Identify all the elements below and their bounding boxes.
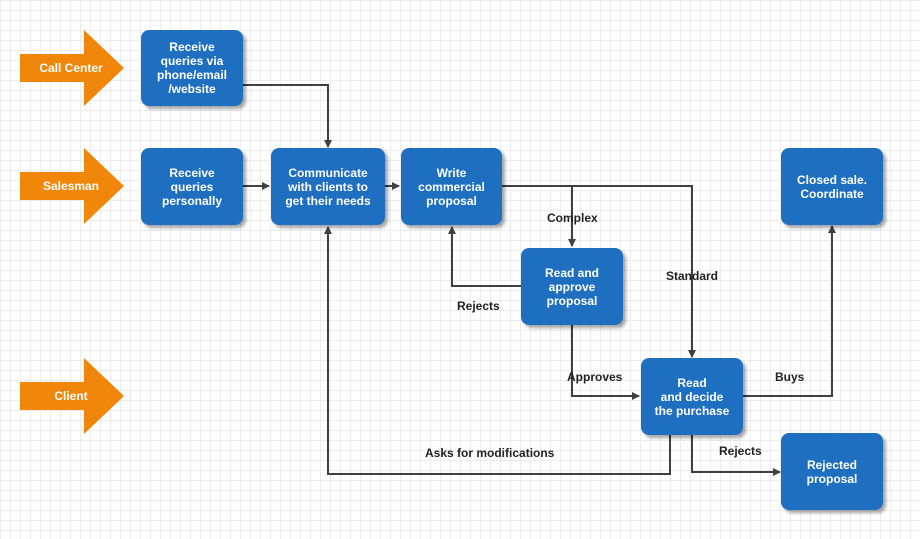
edge-standard [502,185,696,358]
edge-buys [743,225,836,397]
node-receive-queries-personally: Receive queries personally [141,148,243,225]
lane-arrow-client [20,358,124,434]
edge-asks-modifications [324,226,671,475]
lane-label-salesman: Salesman [42,179,100,193]
edge-label-approves: Approves [567,370,623,384]
edge-label-rejects-client: Rejects [719,444,762,458]
node-read-approve: Read and approve proposal [521,248,623,325]
node-closed-sale: Closed sale. Coordinate [781,148,883,225]
node-communicate-needs: Communicate with clients to get their ne… [271,148,385,225]
edge-label-buys: Buys [775,370,805,384]
lane-label-call-center: Call Center [39,61,103,75]
edge-label-complex: Complex [547,211,598,225]
lane-arrow-salesman [20,148,124,224]
edge-rejects-internal [448,226,521,287]
edge-remote-to-communicate [243,84,332,148]
edge-label-asks-modifications: Asks for modifications [425,446,555,460]
node-receive-queries-remote: Receive queries via phone/email /website [141,30,243,106]
edge-label-rejects-internal: Rejects [457,299,500,313]
edge-label-standard: Standard [666,269,719,283]
lane-label-client: Client [54,389,88,403]
edge-rejects-client [691,434,781,476]
lane-arrow-call-center [20,30,124,106]
node-read-decide: Read and decide the purchase [641,358,743,435]
node-write-proposal: Write commercial proposal [401,148,502,225]
edge-approves [571,324,640,400]
node-rejected-proposal: Rejected proposal [781,433,883,510]
